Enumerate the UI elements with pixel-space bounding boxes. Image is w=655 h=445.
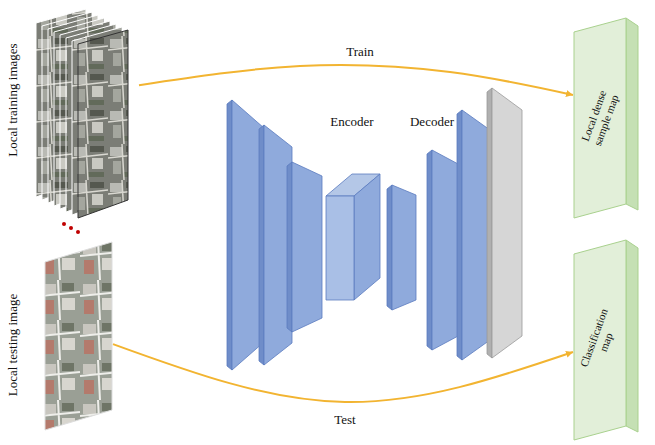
- panel-face: [574, 240, 626, 440]
- edge-label: Train: [346, 45, 374, 59]
- image-stack: Local training images: [4, 4, 138, 236]
- panel-side: [626, 18, 638, 210]
- ellipsis-dots: [62, 222, 80, 234]
- stage-label: Decoder: [410, 115, 454, 129]
- output-map-panel: Classification map: [574, 240, 640, 440]
- image-label: Local testing image: [6, 294, 21, 397]
- image-label: Local training images: [6, 43, 21, 156]
- panel-side: [626, 240, 638, 432]
- edge-label: Test: [334, 413, 355, 427]
- output-map-panel: Local dense sample map: [574, 18, 640, 218]
- flow-arrow: [113, 344, 573, 402]
- decoder-layers: [387, 88, 522, 360]
- image-tile: Local testing image: [4, 238, 112, 442]
- panel-face: [574, 18, 626, 218]
- encoder-layers: [227, 100, 380, 370]
- testing-image: [45, 242, 112, 430]
- stage-label: Encoder: [330, 115, 373, 129]
- flow-arrow: [139, 65, 573, 95]
- training-image-stack: [36, 9, 128, 218]
